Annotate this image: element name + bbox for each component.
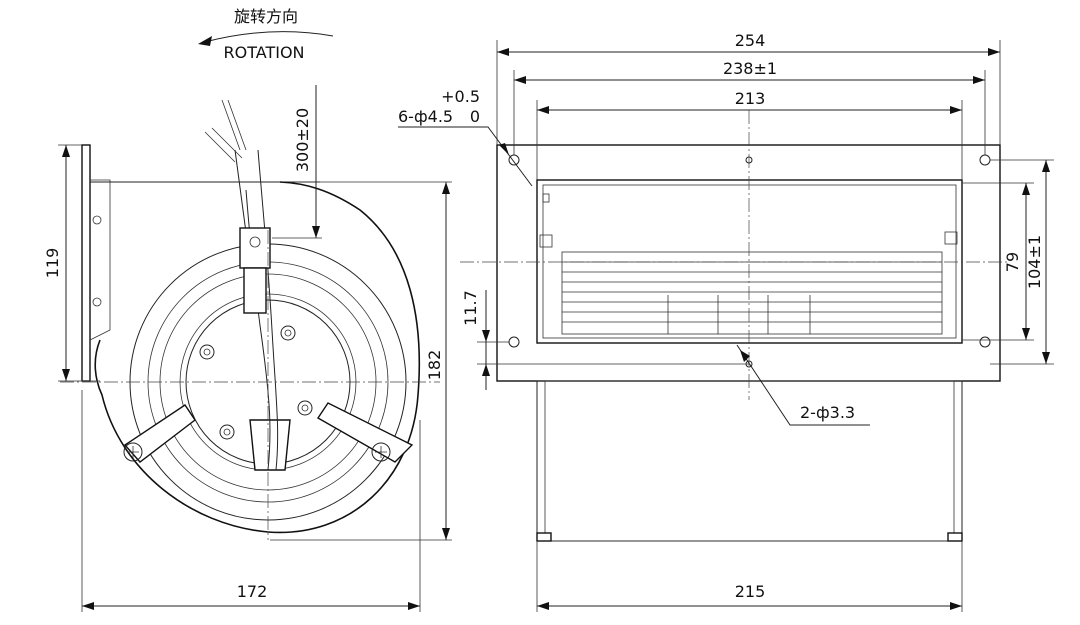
dim-cable-length: 300±20 <box>293 108 312 172</box>
dim-hole-spacing: 238±1 <box>723 59 777 78</box>
side-view: 119 300±20 182 172 <box>43 85 452 612</box>
rotation-label-en: ROTATION <box>224 43 305 62</box>
rotation-indicator: 旋转方向 ROTATION <box>198 7 334 62</box>
dim-front-bottom-width: 215 <box>735 582 766 601</box>
dim-front-width: 254 <box>735 31 766 50</box>
dim-side-height-left: 119 <box>43 248 62 279</box>
dim-side-height-right: 182 <box>425 350 444 381</box>
dim-offset: 11.7 <box>461 290 480 326</box>
volute-housing <box>94 181 421 534</box>
dim-tolerance-upper: +0.5 <box>441 87 480 106</box>
dim-tolerance-lower: 0 <box>470 107 480 126</box>
rotation-label-cn: 旋转方向 <box>234 7 298 26</box>
dim-side-width: 172 <box>237 582 268 601</box>
dim-hole-spec: 6-ф4.5 <box>398 107 453 126</box>
dim-housing-width: 213 <box>735 89 766 108</box>
dim-height-inner: 79 <box>1003 252 1022 272</box>
dim-height-outer: 104±1 <box>1025 235 1044 289</box>
rotation-arrow <box>204 31 334 43</box>
front-view: 254 238±1 213 +0.5 6-ф4.5 0 11.7 79 <box>398 31 1054 612</box>
dim-small-holes: 2-ф3.3 <box>800 403 855 422</box>
